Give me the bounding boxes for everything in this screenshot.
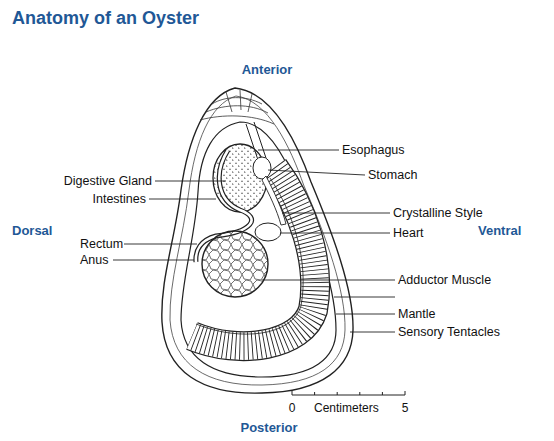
direction-label: Ventral (478, 224, 521, 237)
part-label: Adductor Muscle (398, 274, 491, 287)
esophagus (246, 122, 266, 160)
leader-line (268, 170, 365, 175)
leader-line (113, 260, 194, 261)
hinge-striations (200, 90, 274, 124)
crystalline-style (262, 176, 286, 225)
scale-unit: Centimeters (314, 402, 379, 414)
direction-label: Dorsal (12, 224, 52, 237)
leader-line (282, 213, 390, 214)
leader-line (262, 280, 395, 281)
adductor-muscle (202, 231, 268, 297)
part-label: Crystalline Style (393, 207, 483, 220)
hinge-line (226, 90, 252, 112)
leader-line (155, 181, 226, 182)
part-label: Mantle (398, 308, 436, 321)
shell-layer (170, 96, 345, 385)
mantle-edge (181, 122, 336, 377)
diagram-title: Anatomy of an Oyster (12, 9, 199, 27)
hinge-line (206, 106, 268, 113)
leader-line (149, 199, 216, 200)
scale-line (292, 395, 405, 396)
part-label: Heart (393, 227, 424, 240)
leader-lines (113, 150, 395, 332)
part-label: Anus (80, 254, 109, 267)
leader-line (258, 150, 339, 151)
scale-number: 5 (402, 402, 409, 414)
direction-label: Posterior (240, 421, 297, 434)
heart (255, 223, 281, 241)
leader-line (124, 244, 197, 245)
shell-outline (162, 88, 353, 393)
leader-line (350, 332, 395, 333)
part-label: Rectum (80, 238, 123, 251)
part-label: Intestines (92, 193, 146, 206)
leader-line (336, 314, 395, 315)
leader-line (280, 233, 390, 234)
scale-bar (292, 391, 405, 395)
part-label: Digestive Gland (64, 175, 152, 188)
part-label: Sensory Tentacles (398, 326, 500, 339)
hinge-line (212, 98, 262, 104)
part-label: Esophagus (342, 144, 405, 157)
stomach (253, 157, 271, 179)
direction-label: Anterior (242, 63, 293, 76)
part-label: Stomach (368, 169, 417, 182)
leader-line (334, 297, 395, 298)
scale-ticks (292, 391, 405, 395)
scale-number: 0 (289, 402, 296, 414)
